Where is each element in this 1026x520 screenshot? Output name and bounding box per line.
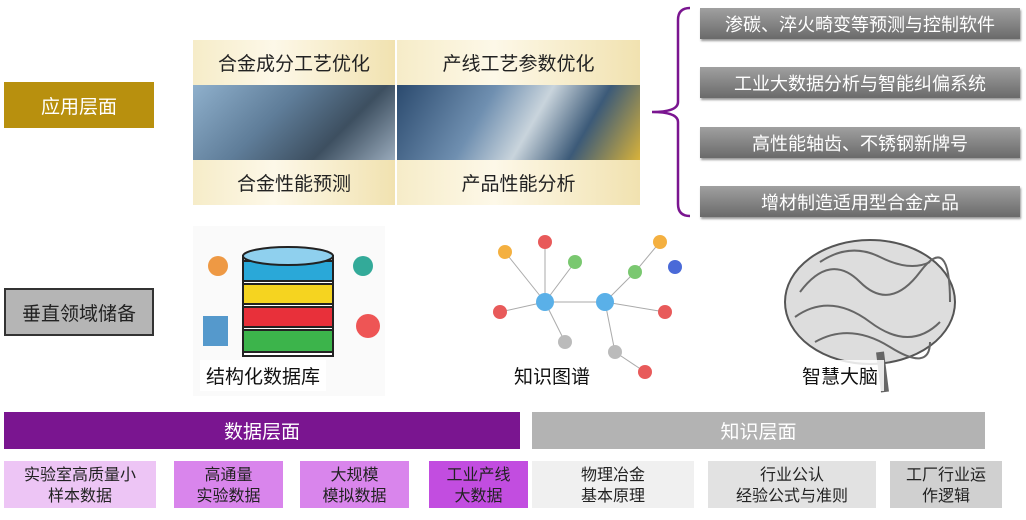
outcome-item: 高性能轴齿、不锈钢新牌号 bbox=[700, 127, 1020, 158]
brain-illustration bbox=[784, 239, 956, 393]
database-label: 结构化数据库 bbox=[200, 360, 327, 391]
brain-label: 智慧大脑 bbox=[796, 360, 885, 391]
knowledge-item-line: 基本原理 bbox=[580, 485, 645, 505]
data-item-line: 大规模 bbox=[330, 464, 379, 484]
data-item-line: 样本数据 bbox=[47, 485, 112, 505]
data-item-line: 大数据 bbox=[454, 485, 503, 505]
knowledge-item: 行业公认经验公式与准则 bbox=[708, 461, 876, 508]
app-panel-right: 产线工艺参数优化 产品性能分析 bbox=[397, 40, 640, 205]
knowledge-item: 工厂行业运作逻辑 bbox=[890, 461, 1002, 508]
app-panel-left: 合金成分工艺优化 合金性能预测 bbox=[193, 40, 395, 205]
vertical-domain-label: 垂直领域储备 bbox=[4, 288, 154, 336]
outcome-item: 工业大数据分析与智能纠偏系统 bbox=[700, 67, 1020, 98]
data-item-line: 工业产线 bbox=[446, 464, 511, 484]
brace-icon bbox=[651, 6, 691, 218]
data-item: 高通量实验数据 bbox=[174, 461, 283, 508]
app-item-product-analysis: 产品性能分析 bbox=[397, 160, 640, 205]
knowledge-layer-bar: 知识层面 bbox=[532, 412, 985, 449]
app-item-alloy-prediction: 合金性能预测 bbox=[193, 160, 395, 205]
app-item-line-params: 产线工艺参数优化 bbox=[397, 40, 640, 85]
app-item-alloy-process: 合金成分工艺优化 bbox=[193, 40, 395, 85]
knowledge-item-line: 行业公认 bbox=[759, 464, 824, 484]
outcome-item: 渗碳、淬火畸变等预测与控制软件 bbox=[700, 8, 1020, 39]
data-item: 实验室高质量小样本数据 bbox=[4, 461, 156, 508]
data-layer-bar: 数据层面 bbox=[4, 412, 520, 449]
data-item-line: 模拟数据 bbox=[322, 485, 387, 505]
knowledge-item-line: 作逻辑 bbox=[921, 485, 970, 505]
factory-photo bbox=[397, 85, 640, 160]
database-illustration bbox=[193, 226, 385, 396]
knowledge-graph-illustration bbox=[493, 235, 682, 379]
data-item-line: 高通量 bbox=[204, 464, 253, 484]
data-item-line: 实验室高质量小 bbox=[23, 464, 136, 484]
data-item: 工业产线大数据 bbox=[429, 461, 528, 508]
outcome-item: 增材制造适用型合金产品 bbox=[700, 186, 1020, 217]
application-layer-label: 应用层面 bbox=[4, 82, 154, 128]
data-item-line: 实验数据 bbox=[196, 485, 261, 505]
knowledge-graph-label: 知识图谱 bbox=[508, 360, 597, 391]
lab-photo bbox=[193, 85, 395, 160]
knowledge-item-line: 经验公式与准则 bbox=[735, 485, 848, 505]
data-item: 大规模模拟数据 bbox=[300, 461, 409, 508]
knowledge-item-line: 物理冶金 bbox=[580, 464, 645, 484]
knowledge-item-line: 工厂行业运 bbox=[905, 464, 986, 484]
knowledge-item: 物理冶金基本原理 bbox=[532, 461, 694, 508]
